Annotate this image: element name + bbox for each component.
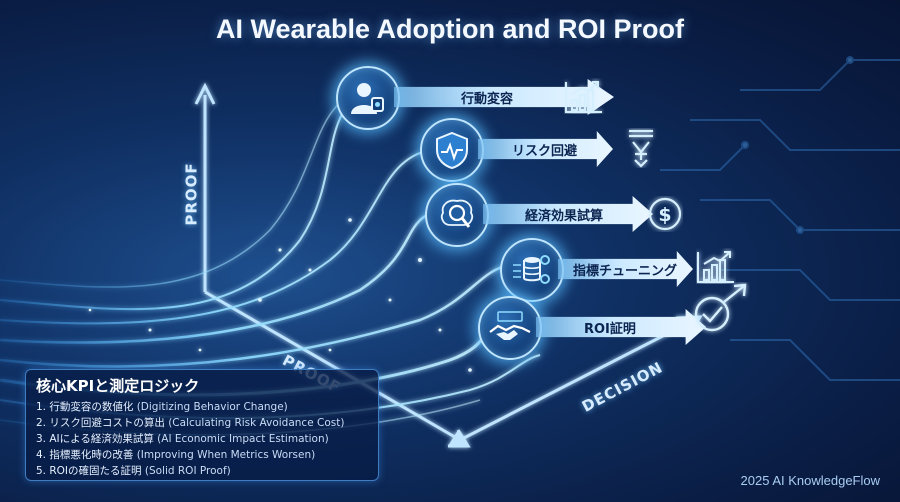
bar-chart-growth-icon: [565, 81, 602, 113]
kpi-item-jp: 1. 行動変容の数値化: [36, 401, 134, 413]
stage-label: リスク回避: [512, 144, 578, 159]
kpi-item: 5. ROIの確固たる証明 (Solid ROI Proof): [36, 463, 368, 479]
kpi-item-en: (Solid ROI Proof): [144, 465, 231, 477]
kpi-item: 3. AIによる経済効果試算 (AI Economic Impact Estim…: [36, 431, 368, 447]
stage-risk-avoidance: リスク回避: [420, 118, 670, 182]
kpi-item-jp: 3. AIによる経済効果試算: [36, 433, 154, 445]
credit-text: 2025 AI KnowledgeFlow: [740, 473, 880, 488]
sparkle-dots: [88, 218, 472, 372]
dollar-coin-icon: $: [648, 197, 682, 231]
check-target-icon: [694, 283, 747, 332]
bar-chart-growth-icon: [697, 251, 734, 283]
handshake-icon: [478, 296, 542, 360]
kpi-item: 2. リスク回避コストの算出 (Calculating Risk Avoidan…: [36, 415, 368, 431]
stage-roi-proof: ROI証明: [478, 283, 768, 360]
kpi-item-jp: 4. 指標悪化時の改善: [36, 449, 134, 461]
yen-down-icon: [629, 129, 653, 168]
kpi-item-en: (Digitizing Behavior Change): [136, 401, 288, 413]
kpi-item-en: (AI Economic Impact Estimation): [157, 433, 329, 445]
circuit-traces: [660, 56, 900, 381]
kpi-item-en: (Improving When Metrics Worsen): [136, 449, 316, 461]
kpi-logic-panel: 核心KPIと測定ロジック 1. 行動変容の数値化 (Digitizing Beh…: [25, 369, 379, 481]
brain-magnifier-icon: [425, 183, 489, 247]
kpi-item-jp: 2. リスク回避コストの算出: [36, 417, 165, 429]
kpi-item: 4. 指標悪化時の改善 (Improving When Metrics Wors…: [36, 447, 368, 463]
svg-text:$: $: [658, 204, 671, 226]
axis-label-vertical: PROOF: [182, 162, 201, 226]
stage-economic-estimate: 経済効果試算 $: [425, 183, 695, 247]
stage-metric-tuning: 指標チューニング: [500, 238, 740, 302]
stage-behavior-change: 行動変容: [336, 66, 616, 130]
stage-label: 経済効果試算: [525, 209, 604, 224]
stage-label: 指標チューニング: [573, 264, 678, 279]
data-gears-icon: [500, 238, 564, 302]
page-title: AI Wearable Adoption and ROI Proof: [215, 14, 685, 44]
stage-label: ROI証明: [584, 322, 636, 337]
kpi-panel-title: 核心KPIと測定ロジック: [36, 377, 200, 395]
kpi-item-jp: 5. ROIの確固たる証明: [36, 465, 142, 477]
shield-heartbeat-icon: [420, 118, 484, 182]
stage-label: 行動変容: [461, 92, 514, 107]
user-smartwatch-icon: [336, 66, 400, 130]
kpi-item-en: (Calculating Risk Avoidance Cost): [168, 417, 345, 429]
kpi-item: 1. 行動変容の数値化 (Digitizing Behavior Change): [36, 399, 368, 415]
